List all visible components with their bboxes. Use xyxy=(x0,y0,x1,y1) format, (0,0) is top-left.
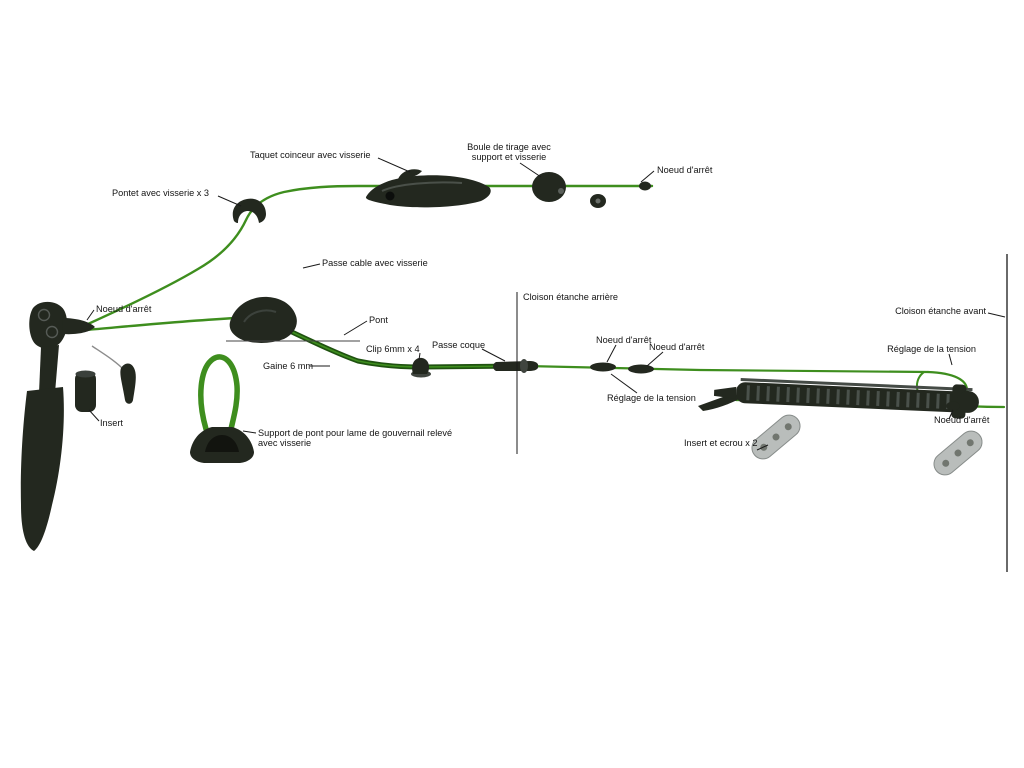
label-support-line2: avec visserie xyxy=(258,438,311,448)
cable-end-knot xyxy=(81,322,91,330)
leader-reglage-mid xyxy=(610,373,638,394)
label-noeud-left: Noeud d'arrêt xyxy=(96,304,152,314)
leader-boule xyxy=(519,162,542,178)
clam-cleat xyxy=(365,169,491,208)
deck-piece-shade xyxy=(243,309,277,323)
label-support-line1: Support de pont pour lame de gouvernail … xyxy=(258,428,452,438)
hull-fitting-body xyxy=(493,361,539,371)
handle-screw-2 xyxy=(45,325,59,339)
parts xyxy=(20,169,983,551)
handle-blade xyxy=(20,387,64,551)
plate-2-hole-a xyxy=(942,459,950,467)
insert-sleeve xyxy=(75,370,96,412)
leader-insert-ecrou xyxy=(756,444,769,451)
upper-cable-end-knot xyxy=(639,181,651,191)
label-boule-line1: Boule de tirage avec xyxy=(467,142,551,152)
plate-1-hole-c xyxy=(784,423,792,431)
leader-noeud-mid-right xyxy=(646,351,664,367)
tiller-handle xyxy=(20,301,126,551)
leader-pontet xyxy=(217,195,242,207)
label-insert-ecrou: Insert et ecrou x 2 xyxy=(684,438,758,448)
leader-pont xyxy=(343,320,368,336)
label-boule-line2: support et visserie xyxy=(472,152,547,162)
insert-nut-plate-2 xyxy=(933,430,983,476)
plate-1-hole-b xyxy=(772,433,780,441)
label-pontet: Pontet avec visserie x 3 xyxy=(112,188,209,198)
leader-noeud-top-right xyxy=(640,170,655,183)
track-bar xyxy=(736,382,974,413)
deck-piece xyxy=(229,296,297,343)
label-pont: Pont xyxy=(369,315,388,325)
label-passe-cable: Passe cable avec visserie xyxy=(322,258,428,268)
labels: Taquet coinceur avec visserie Boule de t… xyxy=(96,142,990,448)
label-cloison-avant: Cloison étanche avant xyxy=(895,306,986,316)
leader-support xyxy=(242,430,257,434)
lower-cable xyxy=(84,316,270,332)
clip-loop xyxy=(412,357,430,374)
insert-nut-plate-1 xyxy=(751,414,801,460)
pull-ball xyxy=(532,172,566,202)
handle-wire xyxy=(91,345,126,372)
handle-head xyxy=(29,301,68,349)
label-noeud-mid-left: Noeud d'arrêt xyxy=(596,335,652,345)
leader-clip xyxy=(418,352,421,361)
cleat-highlight xyxy=(381,181,463,192)
leader-insert xyxy=(88,409,100,422)
insert-body xyxy=(75,372,96,412)
support-base-notch xyxy=(205,435,239,452)
label-reglage-right: Réglage de la tension xyxy=(887,344,976,354)
tensioner-track xyxy=(713,377,979,419)
cleat-fin xyxy=(398,169,422,179)
leader-cloison-avant xyxy=(987,312,1006,318)
ball-hole xyxy=(558,188,564,194)
deck-support xyxy=(190,427,254,463)
label-noeud-bottom-right: Noeud d'arrêt xyxy=(934,415,990,425)
plate-2-hole-b xyxy=(954,449,962,457)
track-top-rail xyxy=(740,377,973,392)
aft-run-cable xyxy=(524,364,930,374)
track-teeth xyxy=(746,385,960,410)
stop-knot-right xyxy=(628,364,654,374)
bead-hole xyxy=(595,198,601,204)
bungee-loop xyxy=(198,354,240,432)
label-noeud-top-right: Noeud d'arrêt xyxy=(657,165,713,175)
leader-noeud-bottom-right xyxy=(948,409,954,420)
leader-noeud-left xyxy=(86,309,95,321)
hull-fitting-flange xyxy=(520,359,528,373)
deck-piece-body xyxy=(229,296,297,343)
terminal-pin xyxy=(120,363,136,404)
leader-noeud-mid-left xyxy=(606,344,617,363)
label-insert: Insert xyxy=(100,418,123,428)
stop-knot-left xyxy=(590,362,616,372)
handle-neck xyxy=(39,345,59,393)
handle-arm xyxy=(62,318,95,335)
upper-cable xyxy=(86,184,654,326)
label-passe-coque: Passe coque xyxy=(432,340,485,350)
leader-lines xyxy=(86,157,1008,572)
label-clip: Clip 6mm x 4 xyxy=(366,344,420,354)
tail-knot xyxy=(946,401,960,411)
pontet-guide xyxy=(232,198,266,223)
leader-taquet xyxy=(377,157,411,173)
cable-clip xyxy=(411,357,431,378)
leader-passe-coque xyxy=(481,348,506,362)
leader-passe-cable xyxy=(302,263,321,269)
hull-fitting xyxy=(493,359,539,373)
loose-knot-bead xyxy=(590,194,606,208)
cleat-hole xyxy=(385,191,395,201)
cleat-body xyxy=(365,175,491,208)
track-left-taper xyxy=(713,386,737,399)
track-end-cap xyxy=(956,390,979,413)
leader-reglage-right xyxy=(948,353,953,366)
handle-screw-1 xyxy=(37,308,51,322)
plate-2-hole-c xyxy=(966,439,974,447)
insert-top xyxy=(75,370,96,378)
label-taquet: Taquet coinceur avec visserie xyxy=(250,150,371,160)
label-noeud-mid-right: Noeud d'arrêt xyxy=(649,342,705,352)
ball-body xyxy=(532,172,566,202)
label-gaine: Gaine 6 mm xyxy=(263,361,313,371)
label-cloison-arriere: Cloison étanche arrière xyxy=(523,292,618,302)
label-reglage-mid: Réglage de la tension xyxy=(607,393,696,403)
